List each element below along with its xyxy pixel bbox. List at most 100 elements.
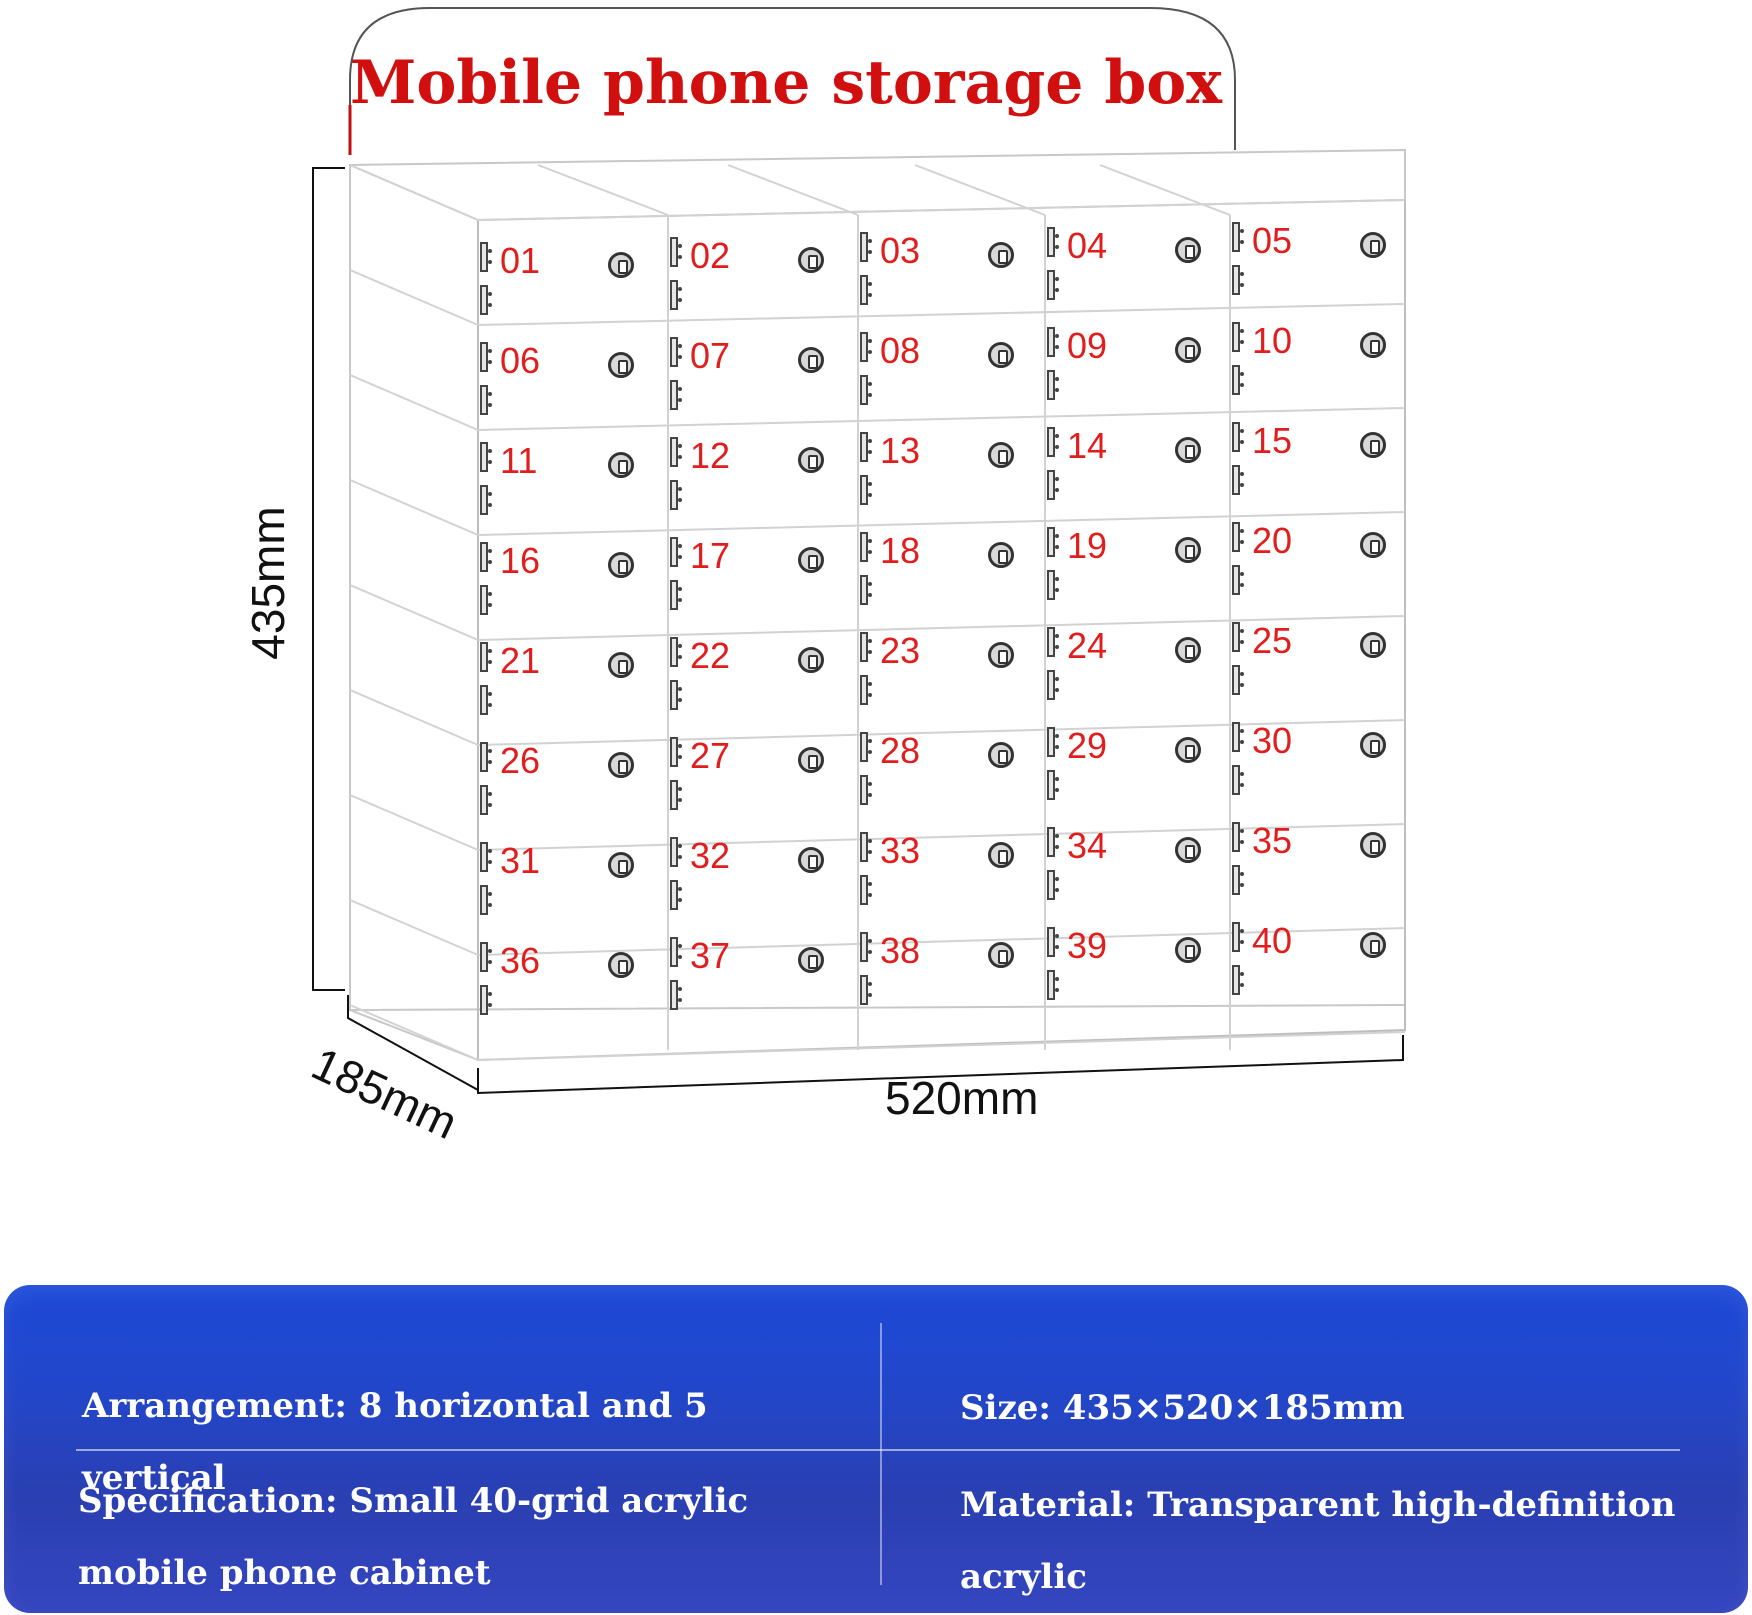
height-dimension-label: 435mm <box>242 506 294 660</box>
lock-icon[interactable] <box>988 642 1014 668</box>
hinge-icon <box>480 885 492 915</box>
shelf-depth-line <box>349 899 479 956</box>
cell-number-label: 27 <box>690 735 731 776</box>
lock-icon[interactable] <box>1360 332 1386 358</box>
lock-icon[interactable] <box>798 947 824 973</box>
hinge-icon <box>860 775 872 805</box>
lock-icon[interactable] <box>798 447 824 473</box>
hinge-icon <box>480 342 492 372</box>
cell-number-label: 09 <box>1067 325 1108 366</box>
lock-icon[interactable] <box>1175 837 1201 863</box>
lock-icon[interactable] <box>1175 737 1201 763</box>
hinge-icon <box>480 842 492 872</box>
shelf-depth-line <box>349 689 479 746</box>
cell-number-label: 17 <box>690 535 731 576</box>
shelf-depth-line <box>349 584 479 641</box>
cell-number-label: 15 <box>1252 420 1293 461</box>
lock-icon[interactable] <box>1175 437 1201 463</box>
lock-icon[interactable] <box>1360 532 1386 558</box>
hinge-icon <box>860 332 872 362</box>
lock-icon[interactable] <box>988 742 1014 768</box>
hinge-icon <box>480 942 492 972</box>
lock-icon[interactable] <box>988 542 1014 568</box>
hinge-icon <box>480 285 492 315</box>
hinge-icon <box>1232 265 1244 295</box>
spec-divider-horizontal <box>76 1449 1680 1451</box>
lock-icon[interactable] <box>608 352 634 378</box>
cell-number-label: 20 <box>1252 520 1293 561</box>
lock-icon[interactable] <box>988 942 1014 968</box>
lock-icon[interactable] <box>798 847 824 873</box>
lock-icon[interactable] <box>1175 237 1201 263</box>
lock-icon[interactable] <box>608 452 634 478</box>
lock-icon[interactable] <box>1360 732 1386 758</box>
lock-icon[interactable] <box>608 852 634 878</box>
lock-icon[interactable] <box>1360 432 1386 458</box>
shelf-depth-line <box>349 269 479 326</box>
lock-icon[interactable] <box>608 752 634 778</box>
cell-number-label: 05 <box>1252 220 1293 261</box>
cell-number-label: 10 <box>1252 320 1293 361</box>
lock-icon[interactable] <box>798 747 824 773</box>
hinge-icon <box>670 837 682 867</box>
lock-icon[interactable] <box>1360 932 1386 958</box>
lock-icon[interactable] <box>1175 337 1201 363</box>
hinge-icon <box>670 680 682 710</box>
lock-icon[interactable] <box>608 552 634 578</box>
hinge-icon <box>670 637 682 667</box>
hinge-icon <box>1047 970 1059 1000</box>
lock-icon[interactable] <box>1175 937 1201 963</box>
hinge-icon <box>480 585 492 615</box>
lock-icon[interactable] <box>1175 637 1201 663</box>
lock-icon[interactable] <box>988 442 1014 468</box>
hinge-icon <box>860 932 872 962</box>
cell-number-label: 11 <box>500 440 538 481</box>
hinge-icon <box>1232 722 1244 752</box>
lock-icon[interactable] <box>1360 632 1386 658</box>
cell-number-label: 35 <box>1252 820 1293 861</box>
hinge-icon <box>1047 470 1059 500</box>
shelf-line <box>477 303 1406 326</box>
cell-number-label: 13 <box>880 430 921 471</box>
cell-number-label: 19 <box>1067 525 1108 566</box>
shelf-line <box>477 511 1406 536</box>
lock-icon[interactable] <box>988 842 1014 868</box>
hinge-icon <box>670 780 682 810</box>
hinge-icon <box>1232 465 1244 495</box>
lock-icon[interactable] <box>798 547 824 573</box>
hinge-icon <box>1232 565 1244 595</box>
lock-icon[interactable] <box>1360 232 1386 258</box>
hinge-icon <box>480 685 492 715</box>
lock-icon[interactable] <box>798 647 824 673</box>
cell-number-label: 38 <box>880 930 921 971</box>
hinge-icon <box>1232 322 1244 352</box>
product-title: Mobile phone storage box <box>350 48 1223 118</box>
hinge-icon <box>860 732 872 762</box>
hinge-icon <box>1047 670 1059 700</box>
lock-icon[interactable] <box>608 652 634 678</box>
lock-icon[interactable] <box>988 342 1014 368</box>
hinge-icon <box>1232 522 1244 552</box>
lock-icon[interactable] <box>608 252 634 278</box>
shelf-depth-line <box>349 1004 479 1061</box>
lock-icon[interactable] <box>798 247 824 273</box>
cell-number-label: 21 <box>500 640 541 681</box>
lock-icon[interactable] <box>1360 832 1386 858</box>
cell-number-label: 34 <box>1067 825 1108 866</box>
cell-number-label: 33 <box>880 830 921 871</box>
lock-icon[interactable] <box>988 242 1014 268</box>
hinge-icon <box>1047 870 1059 900</box>
lock-icon[interactable] <box>1175 537 1201 563</box>
shelf-line <box>477 927 1406 956</box>
cell-number-label: 04 <box>1067 225 1108 266</box>
lock-icon[interactable] <box>608 952 634 978</box>
hinge-icon <box>670 937 682 967</box>
hinge-icon <box>1047 427 1059 457</box>
lock-icon[interactable] <box>798 347 824 373</box>
divider-depth-line <box>727 164 859 216</box>
hinge-icon <box>1232 422 1244 452</box>
cell-number-label: 03 <box>880 230 921 271</box>
cell-number-label: 29 <box>1067 725 1108 766</box>
cell-number-label: 30 <box>1252 720 1293 761</box>
